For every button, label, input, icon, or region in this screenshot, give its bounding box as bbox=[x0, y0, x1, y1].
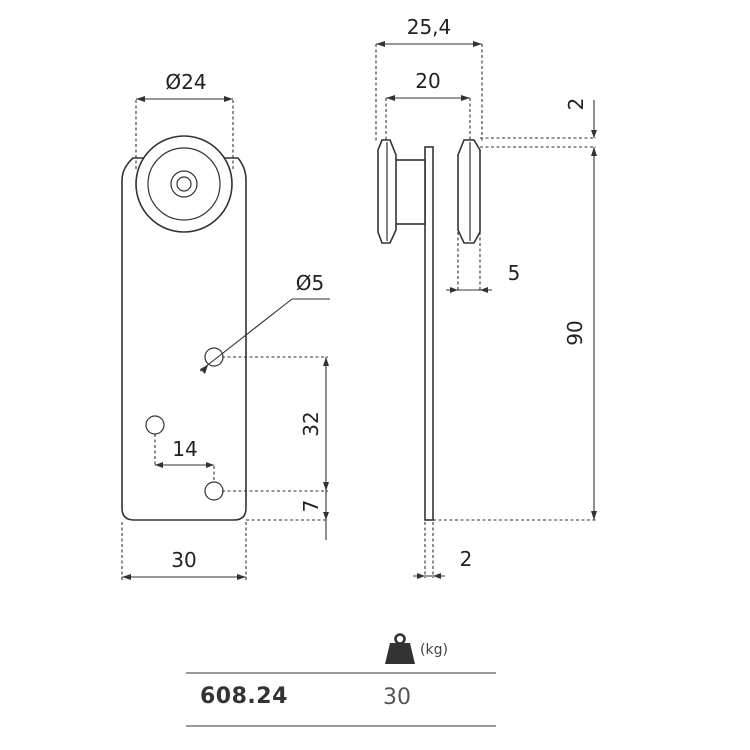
dim-plate-thickness-label: 2 bbox=[460, 547, 473, 571]
side-plate bbox=[424, 146, 434, 521]
side-hub bbox=[394, 159, 426, 225]
dim-2thk-arrows bbox=[417, 573, 441, 579]
dim-hole-spacing-vertical-label: 32 bbox=[299, 411, 323, 436]
roller-hub bbox=[170, 170, 198, 198]
dim-overall-width-label: 25,4 bbox=[407, 15, 452, 39]
dim-wheel-width-label: 20 bbox=[415, 69, 440, 93]
dim-hole-diameter-label: Ø5 bbox=[296, 271, 324, 295]
dim-5-arrows bbox=[450, 287, 488, 293]
dim-top-offset-label: 2 bbox=[564, 98, 588, 111]
mounting-plate bbox=[121, 157, 247, 521]
side-view: 25,4 20 2 90 5 2 bbox=[375, 15, 597, 579]
dim-7-arrow bbox=[323, 512, 329, 520]
table-row-code: 608.24 bbox=[200, 684, 288, 709]
roller-bearing-ring bbox=[147, 147, 221, 221]
roller-wheel bbox=[135, 135, 233, 233]
dim-flange-width-label: 5 bbox=[508, 261, 521, 285]
table-rule-top bbox=[186, 672, 496, 674]
table-header-unit: (kg) bbox=[420, 642, 448, 658]
front-view: Ø24 Ø5 32 14 7 30 bbox=[121, 70, 330, 580]
weight-icon bbox=[385, 633, 415, 664]
table-rule-bottom bbox=[186, 725, 496, 727]
dim-hole-arrow bbox=[200, 365, 208, 374]
dim-bottom-offset-label: 7 bbox=[299, 500, 323, 513]
dim-2top-arrow bbox=[591, 130, 597, 138]
roller-axle bbox=[176, 176, 192, 192]
side-flange-right bbox=[457, 139, 481, 244]
dim-20-arrows bbox=[386, 95, 470, 101]
dim-hole-spacing-horizontal-label: 14 bbox=[172, 437, 197, 461]
table-row-load: 30 bbox=[383, 685, 411, 710]
dim-wheel-diameter-label: Ø24 bbox=[165, 70, 206, 94]
dim-plate-width-label: 30 bbox=[171, 548, 196, 572]
dim-hole-leader bbox=[199, 298, 293, 372]
dim-height-label: 90 bbox=[563, 320, 587, 345]
